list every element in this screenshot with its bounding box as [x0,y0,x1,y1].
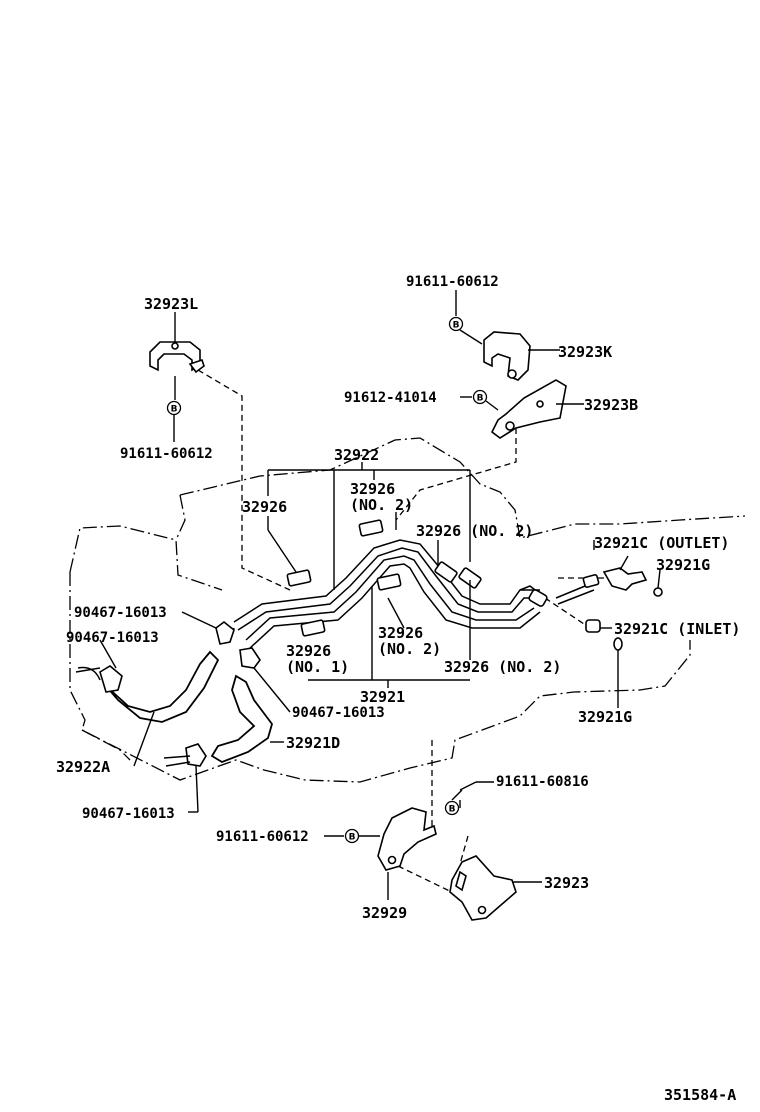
label-90467-16013-a: 90467-16013 [74,605,167,621]
hose-clamp-icon [75,620,261,767]
label-32921G-bottom: 32921G [578,708,632,726]
bracket-32929-icon [377,807,437,871]
bracket-32923L-icon [149,341,205,374]
label-32922A: 32922A [56,758,110,776]
bolt-marker-label: B [171,405,178,415]
label-32921C-outlet: 32921C (OUTLET) [594,534,729,552]
label-32926-no2-mid: 32926 [378,624,423,642]
label-32923B: 32923B [584,396,638,414]
label-32926-no1-sub: (NO. 1) [286,658,349,676]
bolt-marker-icon: B [166,400,182,416]
label-32926-no2-mid-sub: (NO. 2) [378,640,441,658]
bracket-32923B-icon [490,379,567,439]
bolt-marker-icon: B [344,828,360,844]
oil-cooler-tube-icon [229,539,595,649]
label-32926-no2-top: 32926 [350,480,395,498]
label-90467-16013-c: 90467-16013 [292,705,385,721]
leader-32923 [397,865,461,897]
label-90467-16013-b: 90467-16013 [66,630,159,646]
label-32923L: 32923L [144,295,198,313]
label-32926-no2-top-sub: (NO. 2) [350,496,413,514]
leader-32923B [395,418,517,521]
label-91611-60612-left: 91611-60612 [120,446,213,462]
label-91611-60612-bottom: 91611-60612 [216,829,309,845]
hose-icon [105,650,273,763]
label-32923: 32923 [544,874,589,892]
label-32929: 32929 [362,904,407,922]
label-32922: 32922 [334,446,379,464]
bolt-marker-icon: B [448,316,464,332]
label-32921D: 32921D [286,734,340,752]
svg-text:B: B [349,833,356,843]
union-fitting-icon [528,567,648,633]
svg-text:B: B [477,394,484,404]
leader-32923L [197,369,291,591]
label-91611-60612-top: 91611-60612 [406,274,499,290]
bracket-32923K-icon [483,331,531,381]
label-91612-41014: 91612-41014 [344,390,437,406]
label-32926-no1: 32926 [286,642,331,660]
tube-sleeve-icon [286,519,482,637]
label-32921: 32921 [360,688,405,706]
label-32926-no2-right: 32926 (NO. 2) [416,522,533,540]
label-32926-no2-mid-right: 32926 (NO. 2) [444,658,561,676]
svg-text:B: B [449,805,456,815]
leader-32923-b [459,835,469,865]
svg-text:B: B [453,321,460,331]
label-32923K: 32923K [558,343,612,361]
label-32921C-inlet: 32921C (INLET) [614,620,740,638]
bolt-marker-icon: B [444,800,460,816]
bolt-marker-icon: B [472,389,488,405]
transmission-outline-icon [69,437,746,783]
label-32926: 32926 [242,498,287,516]
leader-32921C-inlet [544,597,591,629]
diagram-id: 351584-A [664,1086,736,1104]
gasket-icon [613,587,663,651]
bracket-32923-icon [449,855,517,921]
label-90467-16013-d: 90467-16013 [82,806,175,822]
label-91611-60816: 91611-60816 [496,774,589,790]
label-32921G-top: 32921G [656,556,710,574]
